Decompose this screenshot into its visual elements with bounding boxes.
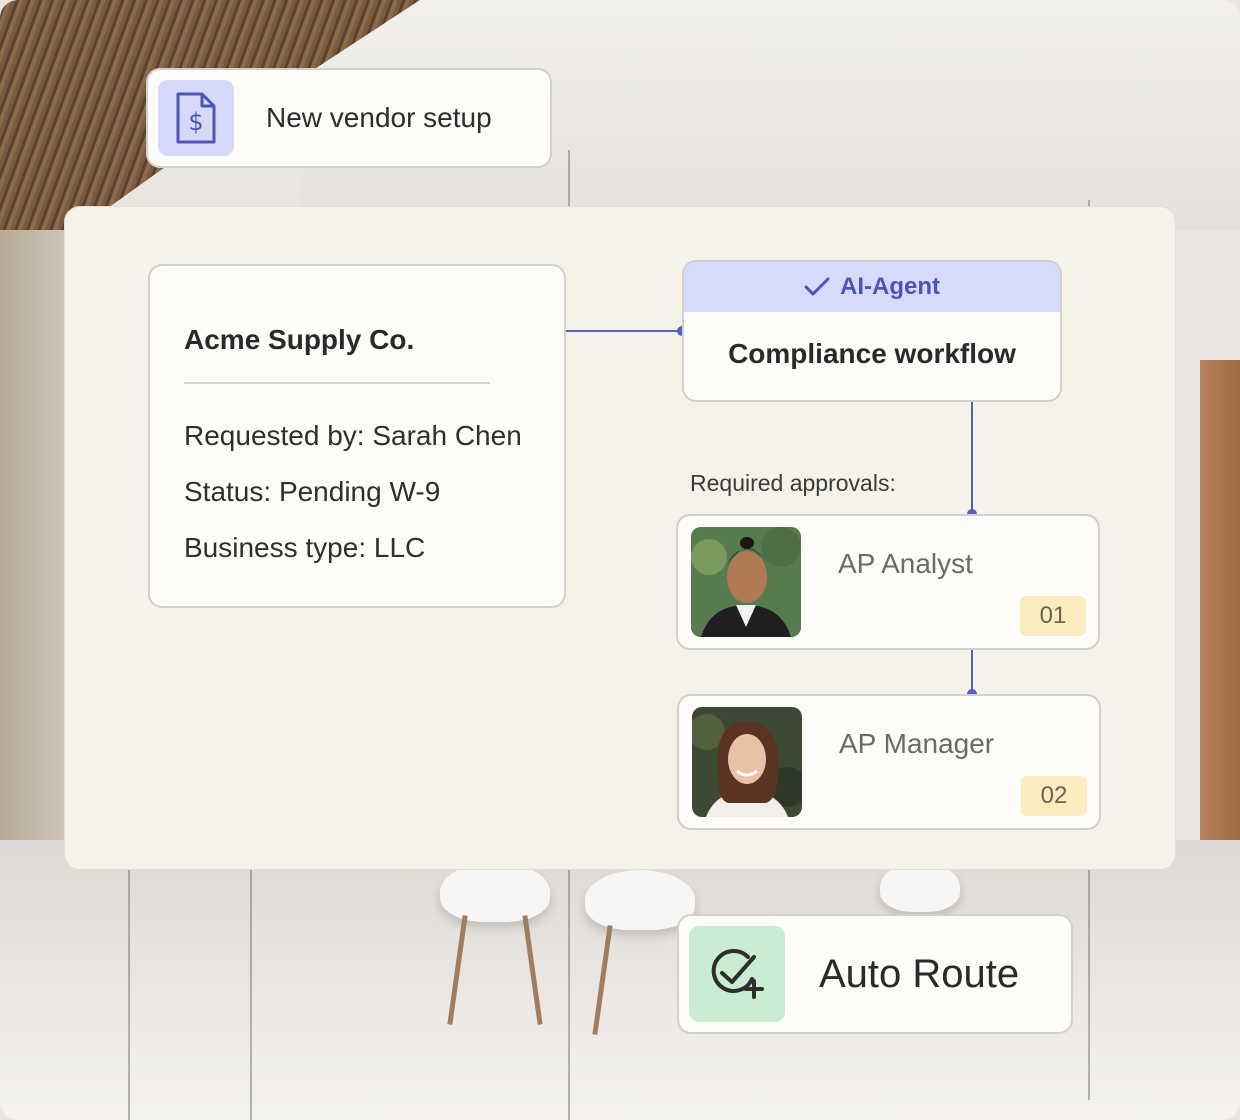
new-vendor-setup-card[interactable]: $ New vendor setup	[146, 68, 552, 168]
auto-route-title: Auto Route	[819, 951, 1020, 996]
compliance-workflow-title: Compliance workflow	[728, 338, 1016, 369]
chair	[880, 862, 960, 912]
ai-agent-label: AI-Agent	[840, 273, 940, 300]
approver-card-ap-manager[interactable]: AP Manager 02	[677, 694, 1101, 830]
requested-by: Requested by: Sarah Chen	[184, 420, 522, 451]
checkmark-icon	[804, 277, 830, 296]
connector-vendor-agent	[566, 330, 682, 332]
approver-role: AP Analyst	[838, 548, 973, 579]
avatar	[691, 527, 801, 637]
connector-approver-approver	[971, 650, 973, 694]
divider	[184, 382, 490, 384]
approver-card-ap-analyst[interactable]: AP Analyst 01	[676, 514, 1100, 650]
vendor-info-card[interactable]: Acme Supply Co. Requested by: Sarah Chen…	[148, 264, 566, 608]
chair	[585, 870, 695, 930]
required-approvals-label: Required approvals:	[690, 470, 896, 496]
approver-role: AP Manager	[839, 728, 995, 759]
chair	[440, 862, 550, 922]
vendor-name: Acme Supply Co.	[184, 324, 415, 355]
step-badge: 02	[1021, 776, 1087, 816]
check-plus-icon	[689, 926, 785, 1022]
vendor-setup-title: New vendor setup	[266, 102, 492, 133]
business-type: Business type: LLC	[184, 532, 426, 563]
ai-agent-card[interactable]: AI-Agent Compliance workflow	[682, 260, 1062, 402]
step-badge: 01	[1020, 596, 1086, 636]
dollar-document-icon: $	[158, 80, 234, 156]
ai-agent-badge: AI-Agent	[684, 262, 1060, 312]
glass-frame	[128, 860, 130, 1120]
vendor-status: Status: Pending W-9	[184, 476, 441, 507]
connector-agent-approvals	[971, 402, 973, 514]
avatar	[692, 707, 802, 817]
svg-text:$: $	[188, 108, 203, 136]
left-wall	[0, 230, 70, 930]
auto-route-card[interactable]: Auto Route	[677, 914, 1073, 1034]
glass-frame	[250, 860, 252, 1120]
